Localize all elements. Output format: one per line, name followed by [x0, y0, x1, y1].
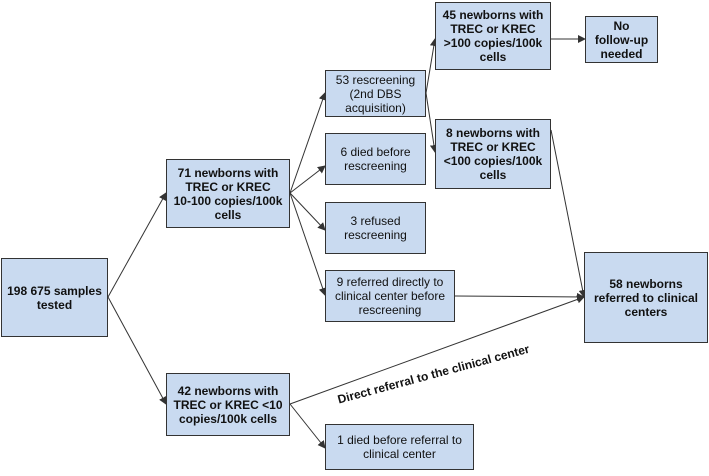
arrow-rescreening-to-above100 — [425, 38, 438, 94]
node-no-followup-label: No follow-up needed — [594, 18, 649, 61]
arrow-samples-to-below10 — [107, 296, 167, 405]
node-58-newborns-label: 58 newborns referred to clinical centers — [593, 276, 699, 319]
node-42-newborns-label: 42 newborns with TREC or KREC <10 copies… — [173, 383, 283, 426]
node-45-newborns: 45 newborns with TREC or KREC >100 copie… — [435, 2, 551, 70]
node-9-referred-label: 9 referred directly to clinical center b… — [334, 275, 446, 317]
arrow-rescreening-to-below100 — [425, 92, 438, 153]
node-1-died: 1 died before referral to clinical cente… — [325, 424, 474, 470]
node-3-refused: 3 refused rescreening — [325, 202, 426, 254]
node-53-rescreening-label: 53 rescreening (2nd DBS acquisition) — [335, 72, 416, 115]
arrow-samples-to-range — [107, 192, 167, 298]
node-71-newborns-label: 71 newborns with TREC or KREC 10-100 cop… — [173, 165, 283, 222]
node-3-refused-label: 3 refused rescreening — [344, 214, 407, 242]
node-6-died: 6 died before rescreening — [325, 133, 426, 185]
node-no-followup: No follow-up needed — [585, 16, 658, 63]
arrow-below100-to-referred — [550, 129, 587, 298]
arrow-referred-directly-to-clinical — [454, 292, 585, 301]
node-71-newborns: 71 newborns with TREC or KREC 10-100 cop… — [166, 159, 290, 228]
arrow-range-to-died — [289, 165, 326, 194]
arrow-range-to-rescreening — [289, 92, 327, 194]
node-8-newborns-label: 8 newborns with TREC or KREC <100 copies… — [443, 126, 543, 182]
arrow-range-to-referred — [289, 192, 327, 296]
node-58-newborns: 58 newborns referred to clinical centers — [584, 252, 708, 343]
node-9-referred: 9 referred directly to clinical center b… — [325, 270, 455, 322]
node-53-rescreening: 53 rescreening (2nd DBS acquisition) — [325, 70, 426, 117]
arrow-range-to-refused — [289, 192, 326, 231]
node-8-newborns: 8 newborns with TREC or KREC <100 copies… — [435, 119, 551, 189]
arrow-below10-to-died — [289, 403, 326, 449]
arrow-below10-to-clinical — [289, 295, 585, 405]
node-6-died-label: 6 died before rescreening — [340, 145, 411, 173]
node-samples-tested-label: 198 675 samples tested — [7, 283, 102, 312]
node-42-newborns: 42 newborns with TREC or KREC <10 copies… — [166, 373, 290, 436]
node-45-newborns-label: 45 newborns with TREC or KREC >100 copie… — [442, 8, 544, 64]
node-samples-tested: 198 675 samples tested — [1, 258, 108, 337]
node-1-died-label: 1 died before referral to clinical cente… — [337, 433, 462, 461]
